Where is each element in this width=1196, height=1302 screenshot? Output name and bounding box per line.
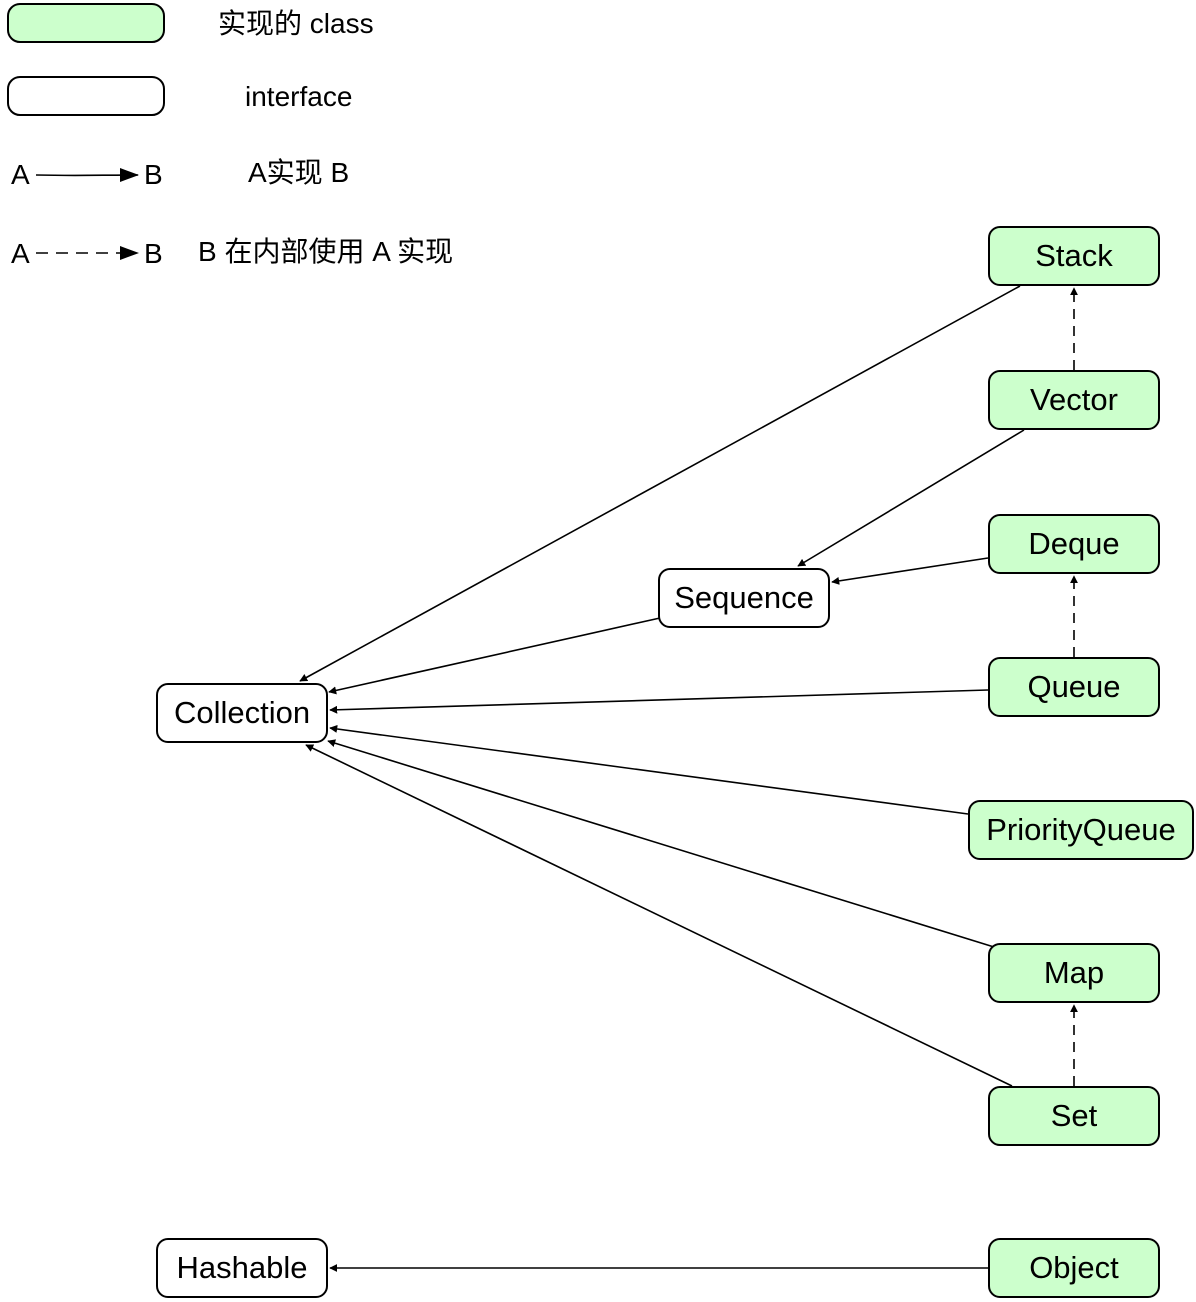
legend-solid-from: A: [11, 159, 30, 190]
node-object[interactable]: Object: [988, 1238, 1160, 1298]
node-set[interactable]: Set: [988, 1086, 1160, 1146]
edge-stack-collection: [299, 285, 1021, 682]
node-priorityqueue[interactable]: PriorityQueue: [968, 800, 1194, 860]
legend-solid-label: A实现 B: [248, 157, 350, 188]
node-stack[interactable]: Stack: [988, 226, 1160, 286]
node-vector[interactable]: Vector: [988, 370, 1160, 430]
node-collection[interactable]: Collection: [156, 683, 328, 743]
node-collection-label: Collection: [173, 695, 311, 730]
edge-vector-sequence: [797, 429, 1025, 567]
legend-interface-label: interface: [245, 81, 353, 112]
node-map[interactable]: Map: [988, 943, 1160, 1003]
node-set-label: Set: [1050, 1098, 1098, 1133]
legend-solid-to: B: [144, 159, 163, 190]
node-priorityqueue-label: PriorityQueue: [986, 812, 1176, 847]
node-sequence[interactable]: Sequence: [658, 568, 830, 628]
node-deque-label: Deque: [1028, 526, 1120, 561]
legend-solid-arrow-head: [120, 168, 139, 182]
node-stack-label: Stack: [1035, 238, 1113, 273]
node-vector-label: Vector: [1030, 382, 1118, 417]
node-hashable[interactable]: Hashable: [156, 1238, 328, 1298]
legend-class-swatch: [7, 3, 165, 43]
node-hashable-label: Hashable: [176, 1250, 308, 1285]
node-object-label: Object: [1029, 1250, 1119, 1285]
edge-priorityqueue-collection: [329, 724, 969, 815]
edge-sequence-collection: [328, 617, 661, 695]
node-deque[interactable]: Deque: [988, 514, 1160, 574]
legend-dashed-label: B 在内部使用 A 实现: [198, 236, 454, 267]
legend-class-label: 实现的 class: [218, 8, 374, 39]
edge-set-collection: [305, 744, 1013, 1087]
node-sequence-label: Sequence: [674, 580, 814, 615]
legend-dashed-to: B: [144, 238, 163, 269]
legend-dashed-from: A: [11, 238, 30, 269]
legend-dashed-arrow-head: [120, 246, 139, 260]
edge-map-collection: [327, 739, 995, 948]
edge-deque-sequence: [831, 557, 989, 585]
node-map-label: Map: [1043, 955, 1105, 990]
legend-interface-swatch: [7, 76, 165, 116]
edge-queue-collection: [329, 689, 989, 714]
node-queue[interactable]: Queue: [988, 657, 1160, 717]
node-queue-label: Queue: [1027, 669, 1121, 704]
